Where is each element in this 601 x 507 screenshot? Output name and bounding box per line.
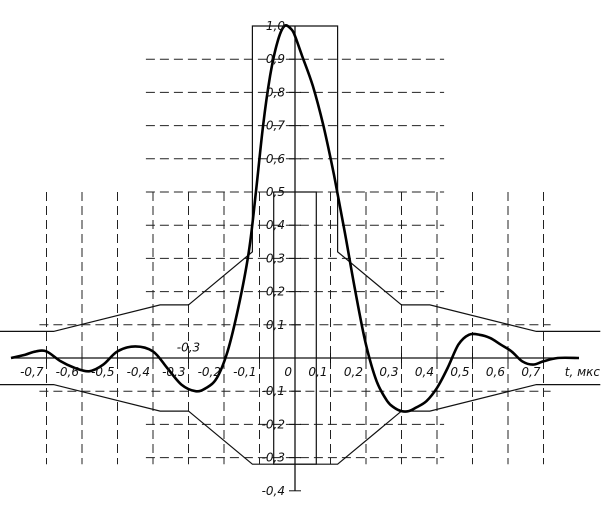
y-tick-label: -0,2 <box>262 417 285 431</box>
label-layer: 1,0 0,9 0,8 0,7 0,6 0,5 0,4 0,3 0,2 0,1 -0,1 -0,2 -0… <box>20 19 600 498</box>
y-tick-label: 0,4 <box>266 218 285 232</box>
x-tick-label: -0,7 <box>20 365 44 379</box>
x-tick-label: -0,2 <box>198 365 221 379</box>
y-tick-label: 0,2 <box>266 285 285 299</box>
x-tick-label: 0,4 <box>415 365 434 379</box>
y-tick-label: 0,5 <box>266 185 285 199</box>
x-tick-label: -0,1 <box>233 365 256 379</box>
y-tick-label: 0,9 <box>266 52 285 66</box>
mask-half-level-rectangle <box>273 191 317 465</box>
y-tick-label: 0,1 <box>266 318 285 332</box>
y-tick-label: 0,8 <box>266 85 285 99</box>
y-tick-label: -0,1 <box>262 384 285 398</box>
x-tick-label: 0,3 <box>379 365 398 379</box>
x-tick-label: 0,5 <box>450 365 469 379</box>
x-tick-label: -0,4 <box>127 365 150 379</box>
curve-layer <box>10 24 580 413</box>
y-tick-label: 0,7 <box>266 119 285 133</box>
x-tick-label: 0,7 <box>521 365 540 379</box>
x-axis-title: t, мкс <box>565 365 601 379</box>
x-tick-label: 0,1 <box>308 365 327 379</box>
mask-upper-boundary <box>0 25 601 332</box>
pulse-curve <box>10 24 580 413</box>
axis-layer <box>11 25 579 492</box>
y-tick-label: -0,4 <box>262 484 285 498</box>
y-tick-label: 1,0 <box>266 19 285 33</box>
x-tick-label: -0,6 <box>56 365 80 379</box>
x-tick-label: -0,3 <box>162 365 185 379</box>
y-tick-label: -0,3 <box>262 451 285 465</box>
y-tick-label: 0,3 <box>266 251 285 265</box>
x-tick-label: -0,5 <box>91 365 114 379</box>
x-tick-label: 0,2 <box>344 365 363 379</box>
annotation-label: -0,3 <box>177 340 200 354</box>
mask-layer <box>0 25 601 465</box>
x-tick-label: 0 <box>284 365 292 379</box>
y-tick-label: 0,6 <box>266 152 285 166</box>
x-tick-label: 0,6 <box>486 365 505 379</box>
